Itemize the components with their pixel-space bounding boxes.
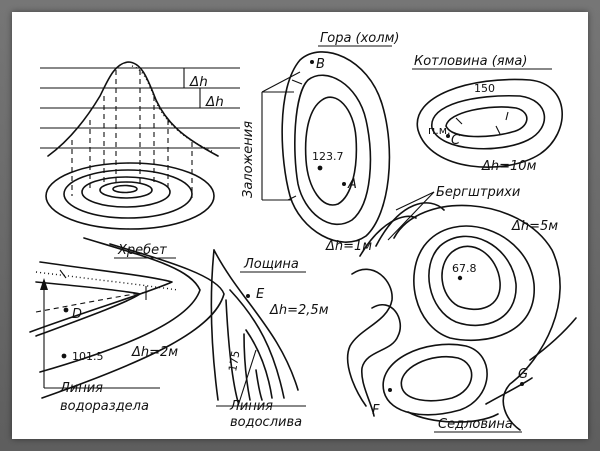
- valley-contour: [245, 329, 273, 399]
- saddle-contour-outer: [393, 204, 561, 431]
- basin-hachure: [455, 117, 463, 125]
- dh-lower-label: Δh: [205, 94, 224, 110]
- saddle-contours: Δh=5м 67.8 F: [346, 202, 577, 433]
- slope-tick: [291, 79, 303, 85]
- thalweg-label-line2: водослива: [230, 415, 302, 430]
- basin-contour-middle: [431, 94, 546, 150]
- saddle-point-g: [520, 382, 524, 386]
- ridge-elevation-point: [61, 353, 67, 359]
- ridge-contour: [39, 237, 201, 373]
- saddle-title: Седловина: [438, 417, 513, 432]
- saddle-contour-upper: [441, 245, 501, 310]
- basin-interval: Δh=10м: [481, 159, 537, 174]
- saddle-interval: Δh=5м: [511, 219, 558, 234]
- hill-silhouette: [47, 61, 219, 157]
- ridge-contour-dotted: [35, 271, 179, 291]
- saddle-contour-outer: [361, 304, 402, 417]
- hill-point-a: [342, 182, 346, 186]
- saddle-point-f: [388, 388, 392, 392]
- basin-hachure: [505, 111, 509, 121]
- basin-slope-value: п.м.: [428, 124, 450, 137]
- hill-contour-inner: [304, 96, 358, 206]
- basin-contours: Котловина (яма) 150 п.м. C Δh=10м Бергшт…: [387, 54, 563, 241]
- hill-profile-section: Δh Δh: [40, 61, 240, 230]
- hill-title: Гора (холм): [320, 31, 399, 46]
- saddle-contour-outer: [359, 215, 417, 257]
- saddle-point-g-label: G: [518, 367, 528, 382]
- hill-elevation: 123.7: [312, 150, 344, 163]
- saddle-contour-lower: [382, 343, 488, 416]
- ridge-point-d: [63, 307, 69, 313]
- saddle-contour-lower: [400, 356, 473, 402]
- projected-contour: [81, 176, 171, 208]
- hill-summit-point: [317, 165, 323, 171]
- valley-contour-value: 175: [226, 350, 242, 373]
- saddle-summit-point: [457, 275, 463, 281]
- basin-point-c: [446, 134, 450, 138]
- dh-upper-label: Δh: [189, 74, 208, 90]
- saddle-contour-outer: [485, 377, 533, 405]
- ridge-elevation: 101.5: [72, 350, 104, 363]
- ridge-contour: [35, 281, 141, 337]
- hill-point-a-label: A: [347, 177, 357, 192]
- valley-contour: [243, 333, 251, 401]
- hill-slope-label: Заложения: [241, 121, 256, 198]
- ridge-contour: [41, 243, 225, 399]
- saddle-elevation: 67.8: [452, 262, 477, 275]
- saddle-contour-upper: [413, 225, 535, 342]
- basin-point-c-label: C: [451, 133, 461, 148]
- valley-point-e: [246, 294, 250, 298]
- watershed-label-line1: Линия: [59, 381, 103, 396]
- projected-contour: [63, 169, 193, 219]
- saddle-contour-outer: [407, 411, 499, 423]
- hachure-pointer: [395, 191, 435, 211]
- thalweg-arrow: [237, 349, 257, 407]
- basin-hachure: [495, 125, 501, 135]
- slope-tick: [287, 195, 297, 201]
- ridge-tick: [59, 269, 147, 300]
- hill-contours: Гора (холм) 123.7 A B Δh=1м Заложения: [241, 31, 399, 254]
- basin-contour-outer: [416, 78, 563, 168]
- ridge-contour: [29, 261, 173, 333]
- valley-title: Лощина: [243, 257, 299, 272]
- projected-contour: [112, 184, 138, 194]
- ridge-title: Хребет: [117, 243, 167, 258]
- saddle-contour-upper: [428, 235, 517, 327]
- valley-interval: Δh=2,5м: [269, 303, 329, 318]
- valley-contour: [210, 249, 219, 401]
- projected-contour: [45, 162, 215, 230]
- landform-contour-diagram: Δh Δh Гора (холм) 123.7: [29, 31, 577, 433]
- diagram-sheet: Δh Δh Гора (холм) 123.7: [12, 12, 588, 439]
- valley-contour: [213, 249, 299, 391]
- valley-contour: [225, 299, 239, 403]
- projected-contour: [99, 181, 153, 199]
- slope-bracket: [261, 91, 294, 201]
- ridge-point-d-label: D: [72, 307, 82, 322]
- basin-contour-value: 150: [474, 82, 495, 95]
- hill-interval: Δh=1м: [325, 239, 372, 254]
- ridge-contour-dashed: [35, 291, 149, 313]
- valley-contour: [255, 369, 263, 401]
- hill-contour-outer: [281, 51, 391, 243]
- saddle-contour-outer: [375, 202, 445, 247]
- valley-contour: [229, 289, 285, 399]
- slope-arrow: [261, 71, 301, 93]
- basin-title: Котловина (яма): [414, 54, 527, 69]
- hill-point-b: [310, 60, 314, 64]
- saddle-contour-outer: [529, 317, 577, 361]
- hill-contour-middle: [294, 74, 372, 226]
- watershed-arrowhead: [40, 278, 48, 290]
- thalweg-label-line1: Линия: [229, 399, 273, 414]
- ridge-contours: Хребет D 101.5 Δh=2м Линия водораздела: [29, 237, 225, 414]
- ridge-interval: Δh=2м: [131, 345, 178, 360]
- valley-point-e-label: E: [256, 287, 265, 302]
- valley-contours: Лощина E Δh=2,5м 175 Линия водослива: [210, 249, 329, 430]
- basin-hachure-label: Бергштрихи: [436, 185, 520, 200]
- watershed-label-line2: водораздела: [60, 399, 149, 414]
- saddle-contour-outer: [346, 268, 393, 407]
- saddle-point-f-label: F: [372, 403, 380, 418]
- basin-contour-inner: [445, 106, 528, 138]
- hill-point-b-label: B: [316, 57, 325, 72]
